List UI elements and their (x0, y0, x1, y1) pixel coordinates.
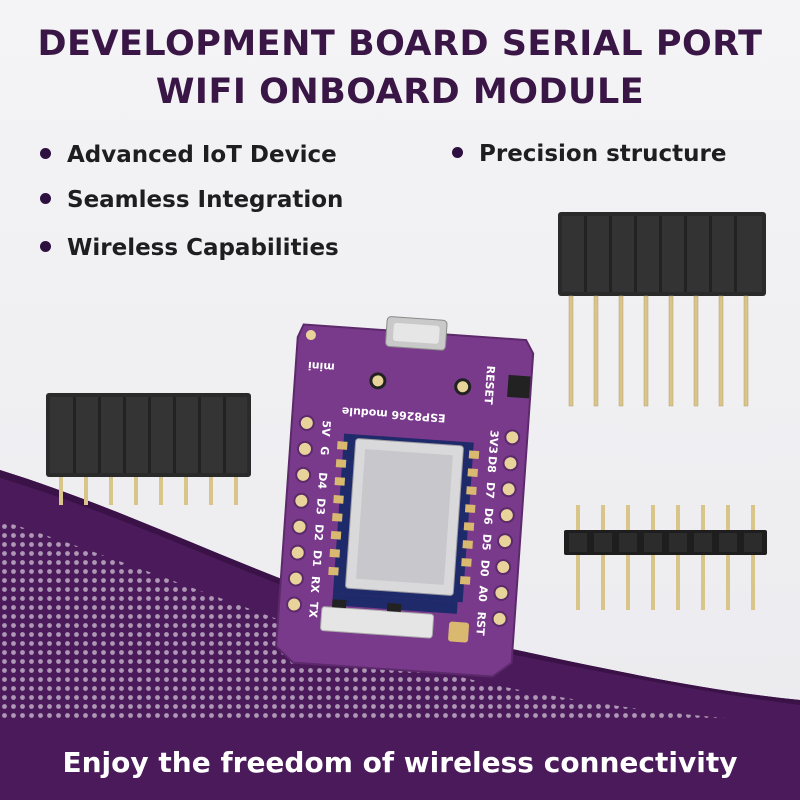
feature-item-iot: Advanced IoT Device (40, 142, 337, 168)
feature-label: Advanced IoT Device (67, 142, 337, 168)
right-pin-label: D8 (485, 456, 499, 474)
right-pin-label: A0 (476, 585, 490, 602)
footer-tagline: Enjoy the freedom of wireless connectivi… (62, 746, 738, 779)
left-pin-label: G (318, 446, 332, 456)
left-pin-label: D2 (312, 524, 326, 542)
left-pin-label: 5V (319, 420, 333, 438)
board-name-label: mini (308, 359, 336, 374)
page-title-line-2: WIFI ONBOARD MODULE (155, 72, 645, 112)
feature-label: Seamless Integration (67, 187, 344, 213)
bullet-icon (40, 148, 51, 159)
right-pin-label: D7 (483, 481, 497, 499)
left-pin-label: D3 (313, 498, 327, 516)
left-pin-label: D1 (310, 550, 324, 568)
right-pin-label: D0 (477, 559, 491, 577)
right-pin-label: D5 (479, 533, 493, 551)
bullet-icon (40, 241, 51, 252)
feature-item-wireless: Wireless Capabilities (40, 235, 339, 261)
page-title-line-1: DEVELOPMENT BOARD SERIAL PORT (37, 24, 763, 64)
feature-item-precision: Precision structure (452, 141, 726, 167)
bullet-icon (452, 147, 463, 158)
reset-label: RESET (481, 365, 497, 405)
feature-label: Wireless Capabilities (67, 235, 339, 261)
left-pin-label: TX (306, 601, 320, 618)
bullet-icon (40, 193, 51, 204)
feature-item-integration: Seamless Integration (40, 187, 343, 213)
left-pin-label: D4 (315, 472, 329, 490)
left-pin-label: RX (308, 576, 322, 594)
right-pin-label: 3V3 (486, 430, 501, 455)
feature-label: Precision structure (479, 141, 727, 167)
right-pin-label: RST (473, 611, 488, 636)
right-pin-label: D6 (481, 507, 495, 525)
